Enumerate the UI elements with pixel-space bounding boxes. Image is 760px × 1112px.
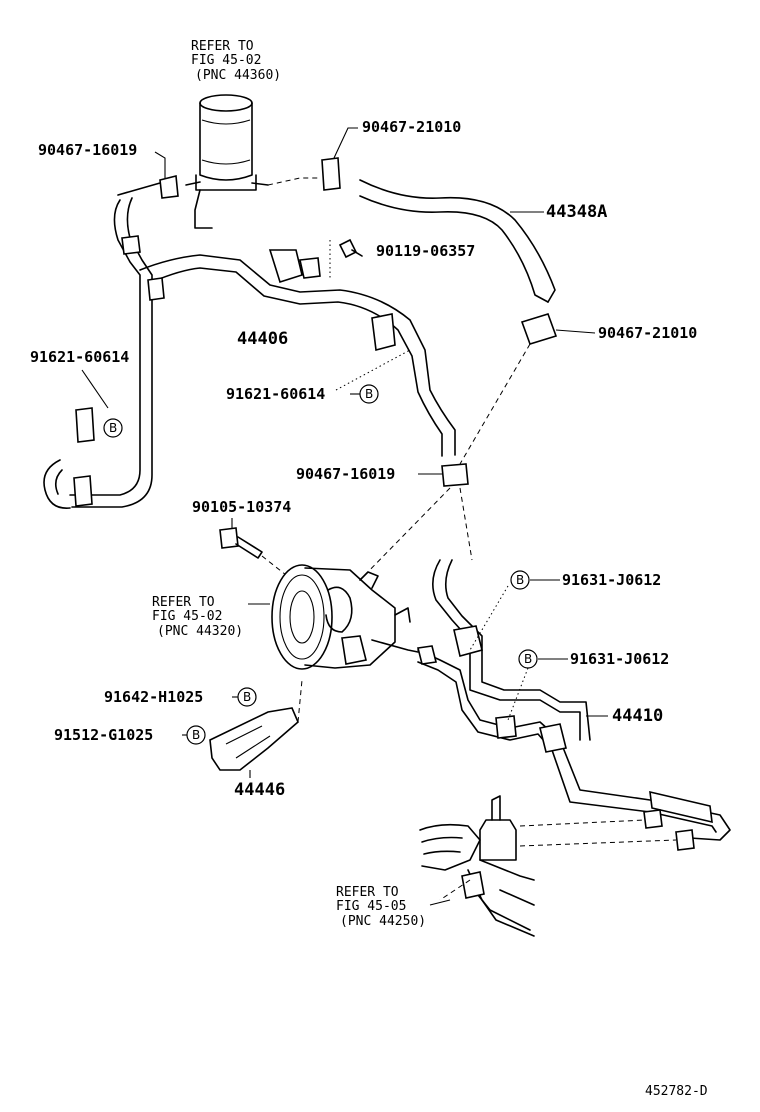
label-91631-J0612-b: 91631-J0612 xyxy=(570,650,669,668)
label-44406: 44406 xyxy=(237,329,288,349)
hose-44348A[interactable] xyxy=(359,179,556,303)
clamp-90467-21010-top[interactable] xyxy=(321,157,341,191)
clamp-90467-16019-mid[interactable] xyxy=(441,463,469,487)
power-steering-pump[interactable] xyxy=(271,564,419,670)
svg-text:B: B xyxy=(109,421,117,435)
label-90467-16019-mid: 90467-16019 xyxy=(296,465,395,483)
ref-line-2: FIG 45-02 xyxy=(191,53,261,68)
ref-line-3: (PNC 44320) xyxy=(157,624,243,639)
ref-line-1: REFER TO xyxy=(336,885,399,900)
steering-gear[interactable] xyxy=(419,795,535,937)
label-91642-H1025: 91642-H1025 xyxy=(104,688,203,706)
pipe-44406[interactable] xyxy=(43,182,456,509)
ref-line-2: FIG 45-02 xyxy=(152,609,222,624)
label-91512-G1025: 91512-G1025 xyxy=(54,726,153,744)
badge-b-mid: B xyxy=(359,384,379,404)
label-44348A: 44348A xyxy=(546,202,607,222)
pump-reference: REFER TO FIG 45-02 (PNC 44320) xyxy=(152,595,243,639)
ref-line-3: (PNC 44250) xyxy=(340,914,426,929)
ref-line-1: REFER TO xyxy=(152,595,215,610)
badge-b-91631-a: B xyxy=(510,570,530,590)
label-44446: 44446 xyxy=(234,780,285,800)
label-91631-J0612-a: 91631-J0612 xyxy=(562,571,661,589)
gear-reference: REFER TO FIG 45-05 (PNC 44250) xyxy=(336,885,426,929)
badge-b-91512: B xyxy=(186,725,206,745)
clamp-90467-16019-top[interactable] xyxy=(159,174,179,199)
badge-b-91642: B xyxy=(237,687,257,707)
label-90467-21010-top: 90467-21010 xyxy=(362,118,461,136)
svg-text:B: B xyxy=(192,728,200,742)
label-90105-10374: 90105-10374 xyxy=(192,498,291,516)
label-90467-16019-top: 90467-16019 xyxy=(38,141,137,159)
ref-line-2: FIG 45-05 xyxy=(336,899,406,914)
ref-line-1: REFER TO xyxy=(191,39,254,54)
hose-44410[interactable] xyxy=(417,559,731,851)
label-90467-21010-mid: 90467-21010 xyxy=(598,324,697,342)
ref-line-3: (PNC 44360) xyxy=(195,68,281,83)
label-91621-60614-left: 91621-60614 xyxy=(30,348,129,366)
svg-text:B: B xyxy=(243,690,251,704)
label-90119-06357: 90119-06357 xyxy=(376,242,475,260)
svg-text:B: B xyxy=(365,387,373,401)
reservoir-reference: REFER TO FIG 45-02 (PNC 44360) xyxy=(191,39,281,83)
label-44410: 44410 xyxy=(612,706,663,726)
svg-text:B: B xyxy=(524,652,532,666)
clamp-90467-21010-mid[interactable] xyxy=(520,313,558,345)
badge-b-91631-b: B xyxy=(518,649,538,669)
bolt-90105-10374[interactable] xyxy=(219,527,263,559)
bracket-44446[interactable] xyxy=(209,707,299,771)
svg-text:B: B xyxy=(516,573,524,587)
bolt-90119-06357[interactable] xyxy=(338,238,363,259)
badge-b-left: B xyxy=(103,418,123,438)
label-91621-60614-mid: 91621-60614 xyxy=(226,385,325,403)
reservoir-tank[interactable] xyxy=(185,94,269,229)
figure-id: 452782-D xyxy=(645,1084,708,1099)
